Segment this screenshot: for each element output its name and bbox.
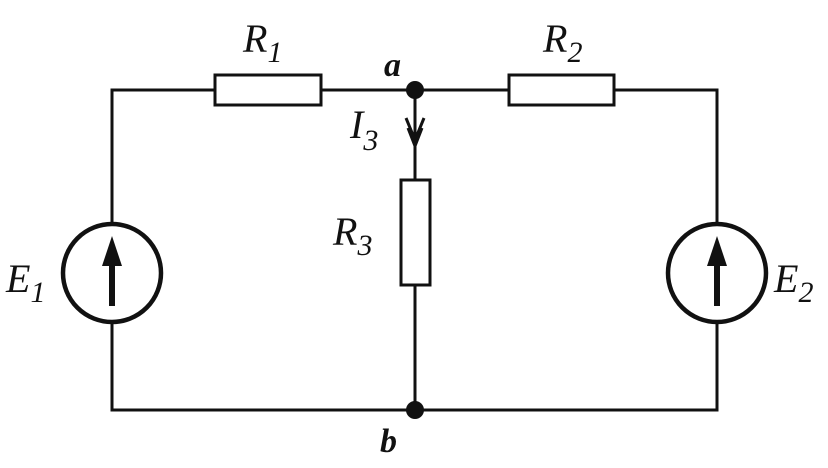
label-r1: R1: [242, 16, 282, 69]
source-e2-arrow-head: [707, 236, 727, 266]
source-e1-arrow-head: [102, 236, 122, 266]
label-node-a: a: [384, 47, 401, 84]
label-r2: R2: [542, 16, 582, 69]
label-e1: E1: [5, 256, 45, 309]
resistor-r2: [507, 73, 616, 107]
resistor-r1: [213, 73, 323, 107]
label-r3: R3: [332, 209, 372, 262]
current-i3-arrow: [404, 117, 426, 144]
label-e2: E2: [773, 256, 813, 309]
source-e1-arrow-shaft: [109, 258, 115, 306]
label-node-b: b: [380, 423, 397, 460]
node-b-dot: [406, 401, 424, 419]
source-e2-arrow-shaft: [714, 258, 720, 306]
node-a-dot: [406, 81, 424, 99]
resistor-r3: [399, 178, 432, 287]
label-i3: I3: [349, 102, 378, 157]
current-i3-arrow-inner: [406, 127, 424, 151]
